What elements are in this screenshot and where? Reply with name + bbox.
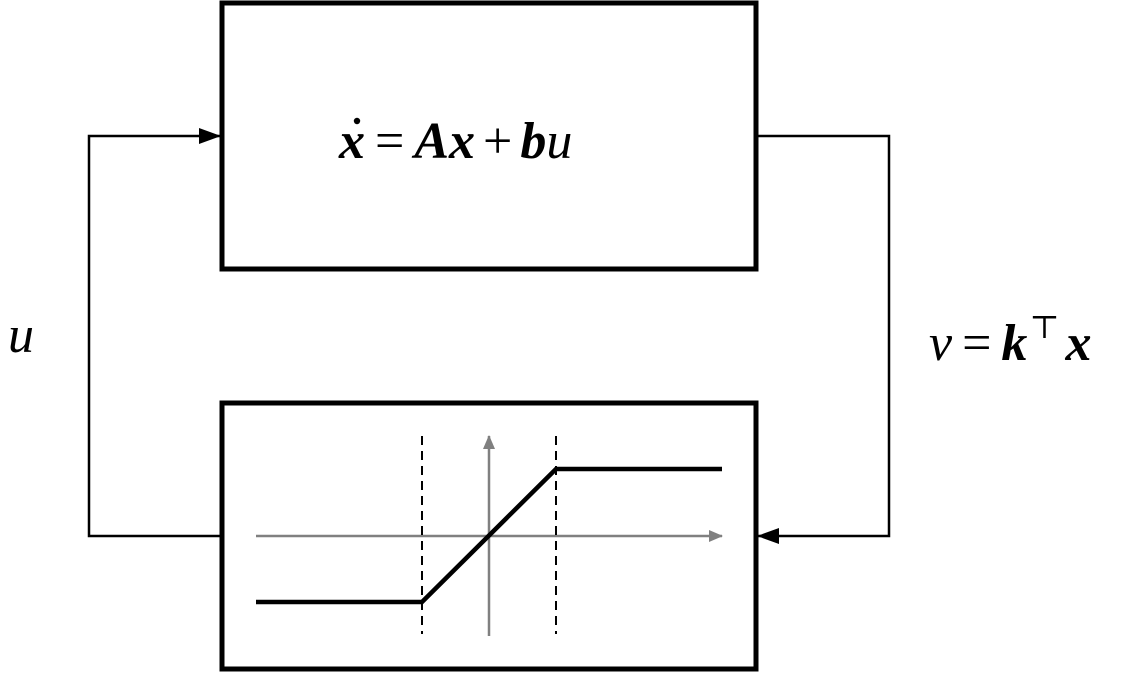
derivative-dot xyxy=(353,117,361,125)
output-state-symbol: x xyxy=(1065,315,1092,372)
input-symbol: u xyxy=(546,113,572,170)
plant-equation: x=Ax+bu xyxy=(338,113,572,170)
state-symbol: x xyxy=(448,113,475,170)
matrix-a-symbol: A xyxy=(411,113,449,170)
transpose-symbol: ⊤ xyxy=(1029,309,1059,345)
plus-sign: + xyxy=(483,113,512,170)
output-symbol: v xyxy=(929,315,953,372)
output-equals-sign: = xyxy=(962,315,991,372)
saturation-plot xyxy=(256,435,723,636)
gain-vector-symbol: k xyxy=(1001,315,1027,372)
output-label: v=k⊤x xyxy=(929,309,1092,372)
equals-sign: = xyxy=(375,113,404,170)
svg-text:x=Ax+bu: x=Ax+bu xyxy=(338,113,572,170)
saturation-curve xyxy=(256,466,722,605)
input-feedback-line xyxy=(87,128,222,538)
input-label: u xyxy=(8,307,34,364)
output-feedback-line xyxy=(756,134,891,544)
vector-b-symbol: b xyxy=(520,113,546,170)
state-derivative-symbol: x xyxy=(338,113,365,170)
